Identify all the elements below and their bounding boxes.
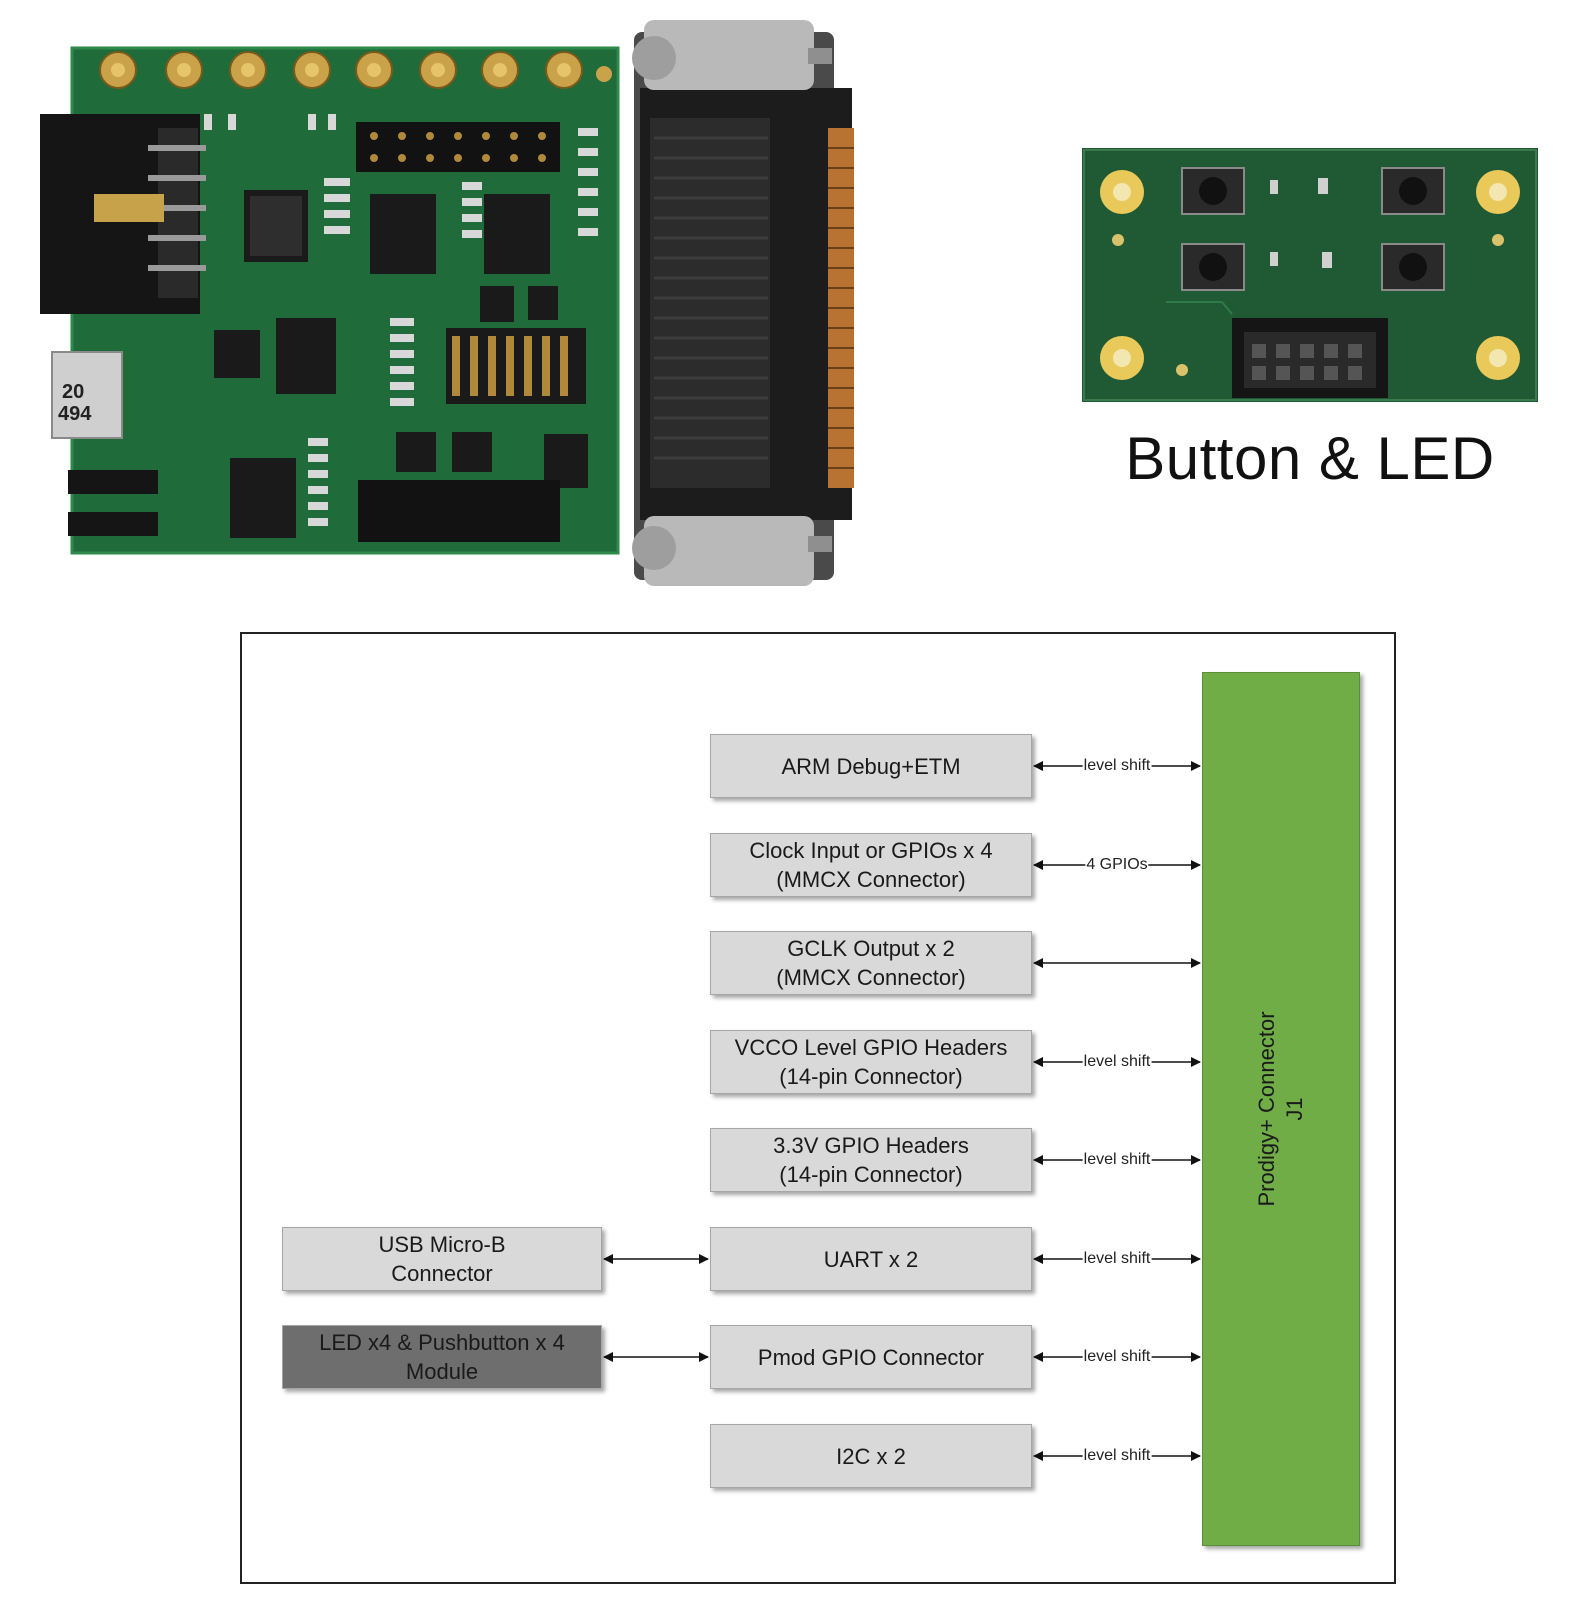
block-gpio-33v: 3.3V GPIO Headers (14-pin Connector) (710, 1128, 1032, 1192)
svg-text:494: 494 (58, 403, 92, 425)
block-uart: UART x 2 (710, 1227, 1032, 1291)
module-caption: Button & LED (1125, 425, 1495, 492)
block-pmod-gpio: Pmod GPIO Connector (710, 1325, 1032, 1389)
block-pmod-gpio-label: Pmod GPIO Connector (757, 1344, 985, 1370)
block-uart-label: UART x 2 (823, 1246, 919, 1272)
block-i2c: I2C x 2 (710, 1424, 1032, 1488)
link-label-i2c: level shift (1082, 1447, 1152, 1465)
main-board-photo: 20 494 (40, 20, 854, 586)
block-usb-micro-b-label: USB Micro-B Connector (378, 1232, 506, 1286)
prodigy-connector-name: Prodigy+ Connector (1254, 1011, 1279, 1207)
block-usb-micro-b: USB Micro-B Connector (282, 1227, 602, 1291)
block-gclk-output: GCLK Output x 2 (MMCX Connector) (710, 931, 1032, 995)
prodigy-connector-ref: J1 (1282, 1097, 1307, 1121)
block-vcco-gpio: VCCO Level GPIO Headers (14-pin Connecto… (710, 1030, 1032, 1094)
button-led-module-photo (1082, 148, 1538, 402)
block-vcco-gpio-label: VCCO Level GPIO Headers (14-pin Connecto… (734, 1035, 1008, 1089)
link-label-pmod-gpio: level shift (1082, 1348, 1152, 1366)
link-label-clock-input: 4 GPIOs (1085, 856, 1149, 874)
block-led-pushbutton: LED x4 & Pushbutton x 4 Module (282, 1325, 602, 1389)
block-gpio-33v-label: 3.3V GPIO Headers (14-pin Connector) (773, 1133, 969, 1187)
block-clock-input-label: Clock Input or GPIOs x 4 (MMCX Connector… (749, 838, 993, 892)
block-led-pushbutton-label: LED x4 & Pushbutton x 4 Module (319, 1330, 565, 1384)
link-label-uart: level shift (1082, 1250, 1152, 1268)
svg-text:20: 20 (62, 381, 84, 403)
prodigy-connector-block: Prodigy+ Connector J1 (1202, 672, 1360, 1546)
block-clock-input: Clock Input or GPIOs x 4 (MMCX Connector… (710, 833, 1032, 897)
block-arm-debug-label: ARM Debug+ETM (781, 753, 961, 779)
link-label-gpio-33v: level shift (1082, 1151, 1152, 1169)
block-i2c-label: I2C x 2 (836, 1443, 906, 1469)
link-label-arm-debug: level shift (1082, 757, 1152, 775)
block-arm-debug: ARM Debug+ETM (710, 734, 1032, 798)
link-label-vcco-gpio: level shift (1082, 1053, 1152, 1071)
prodigy-connector-label: Prodigy+ Connector J1 (1253, 1011, 1309, 1206)
block-gclk-output-label: GCLK Output x 2 (MMCX Connector) (776, 936, 966, 990)
block-diagram-frame (240, 632, 1396, 1584)
